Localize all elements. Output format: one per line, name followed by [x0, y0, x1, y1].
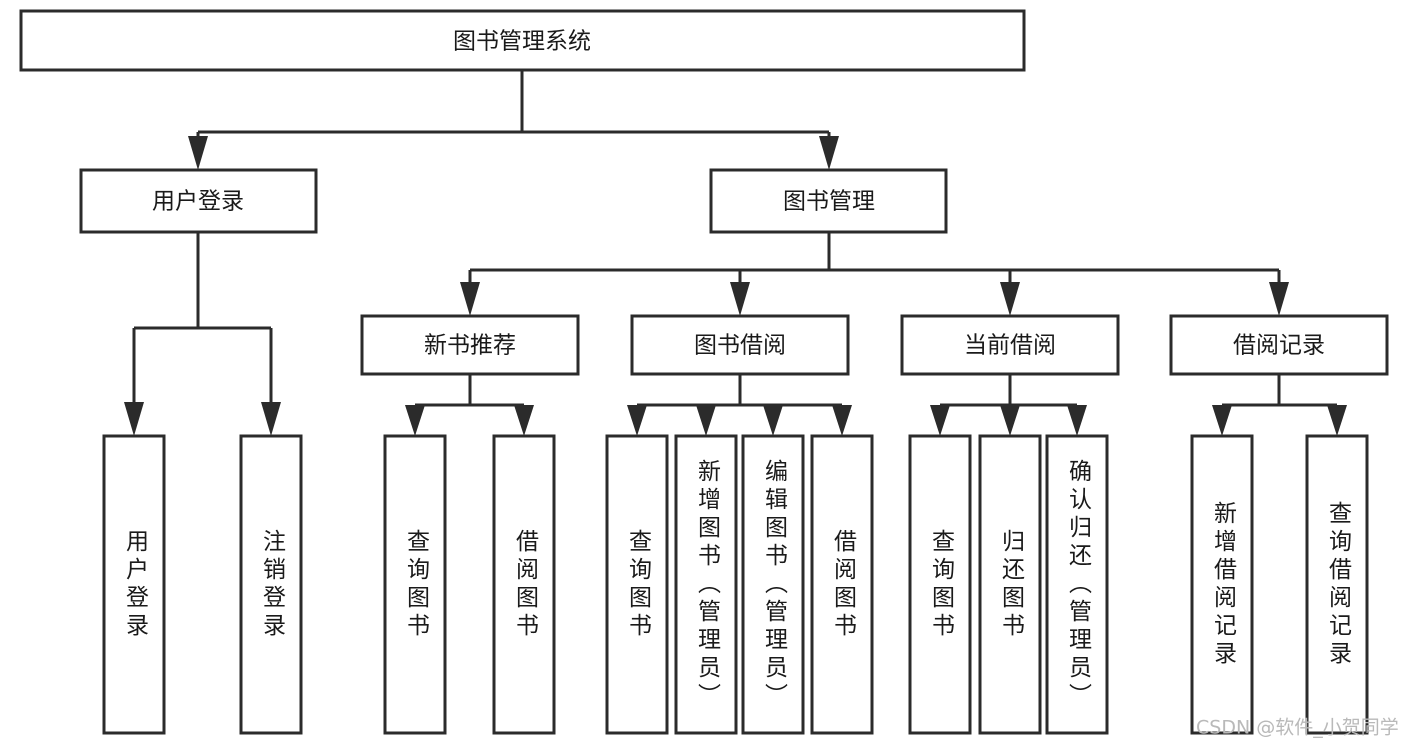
leaf-add-record-label: 新增借阅记录	[1209, 500, 1236, 669]
node-leaf-query-book-2-box[interactable]	[605, 434, 669, 735]
arrow-head-leaf-confirm-return	[1067, 405, 1087, 436]
node-leaf-add-book[interactable]	[674, 434, 738, 735]
arrow-head-leaf-return-book	[1000, 405, 1020, 436]
arrow-head-leaf-borrow-book-2	[832, 405, 852, 436]
leaf-query-book-1-label: 查询图书	[402, 528, 429, 641]
node-new-book-recommend-box[interactable]	[360, 314, 580, 376]
arrow-head-leaf-query-book-3	[930, 405, 950, 436]
leaf-confirm-return-label: 确认归还（管理员）	[1064, 458, 1091, 711]
node-leaf-user-login-box[interactable]	[102, 434, 166, 735]
arrow-head-book-manage	[819, 136, 839, 170]
node-root-system[interactable]: 图书管理系统	[19, 9, 1026, 72]
node-leaf-return-book[interactable]	[978, 434, 1042, 735]
node-book-borrow-label: 图书借阅	[694, 333, 786, 359]
node-leaf-query-record[interactable]	[1305, 434, 1369, 735]
node-book-manage[interactable]: 图书管理	[709, 168, 948, 234]
leaf-query-book-3-label: 查询图书	[927, 528, 954, 641]
node-leaf-confirm-return[interactable]	[1045, 434, 1109, 735]
node-leaf-edit-book[interactable]	[741, 434, 805, 735]
node-leaf-query-book-3-box[interactable]	[908, 434, 972, 735]
node-leaf-confirm-return-box[interactable]	[1045, 434, 1109, 735]
node-book-borrow-box[interactable]	[630, 314, 850, 376]
csdn-watermark: CSDN @软件_小贺同学	[1196, 717, 1399, 739]
arrow-head-leaf-borrow-book-1	[514, 405, 534, 436]
node-user-login-box[interactable]	[79, 168, 318, 234]
leaf-user-login-label: 用户登录	[121, 528, 148, 641]
node-leaf-query-record-box[interactable]	[1305, 434, 1369, 735]
node-user-login[interactable]: 用户登录	[79, 168, 318, 234]
leaf-borrow-book-2-label: 借阅图书	[829, 528, 856, 641]
leaf-add-book-label: 新增图书（管理员）	[693, 458, 720, 711]
node-user-login-label: 用户登录	[152, 189, 244, 215]
arrow-head-book-borrow	[730, 282, 750, 316]
node-leaf-add-record[interactable]	[1190, 434, 1254, 735]
arrow-head-leaf-add-record	[1212, 405, 1232, 436]
leaf-logout-login-label: 注销登录	[258, 528, 285, 641]
node-borrow-record-box[interactable]	[1169, 314, 1389, 376]
arrow-head-leaf-query-book-2	[627, 405, 647, 436]
node-book-manage-box[interactable]	[709, 168, 948, 234]
arrow-head-new-book-recommend	[460, 282, 480, 316]
leaf-query-record-label: 查询借阅记录	[1324, 500, 1351, 669]
arrow-head-leaf-logout-login	[261, 402, 281, 436]
node-leaf-return-book-box[interactable]	[978, 434, 1042, 735]
node-current-borrow-label: 当前借阅	[964, 333, 1056, 359]
node-leaf-query-book-1[interactable]	[383, 434, 447, 735]
node-leaf-logout-login[interactable]	[239, 434, 303, 735]
arrow-head-leaf-query-record	[1327, 405, 1347, 436]
connector-layer	[124, 70, 1347, 436]
node-new-book-recommend-label: 新书推荐	[424, 333, 516, 359]
arrow-head-leaf-user-login	[124, 402, 144, 436]
node-root-system-box[interactable]	[19, 9, 1026, 72]
node-root-system-label: 图书管理系统	[453, 29, 591, 55]
node-leaf-query-book-3[interactable]	[908, 434, 972, 735]
arrow-head-current-borrow	[1000, 282, 1020, 316]
node-new-book-recommend[interactable]: 新书推荐	[360, 314, 580, 376]
arrow-head-leaf-add-book	[696, 405, 716, 436]
node-leaf-borrow-book-2-box[interactable]	[810, 434, 874, 735]
node-leaf-user-login[interactable]	[102, 434, 166, 735]
arrow-head-leaf-edit-book	[763, 405, 783, 436]
leaf-borrow-book-1-label: 借阅图书	[511, 528, 538, 641]
node-leaf-logout-login-box[interactable]	[239, 434, 303, 735]
node-current-borrow-box[interactable]	[900, 314, 1120, 376]
leaf-edit-book-label: 编辑图书（管理员）	[760, 458, 787, 711]
arrow-head-leaf-query-book-1	[405, 405, 425, 436]
node-book-manage-label: 图书管理	[783, 189, 875, 215]
node-leaf-query-book-2[interactable]	[605, 434, 669, 735]
leaf-query-book-2-label: 查询图书	[624, 528, 651, 641]
node-leaf-borrow-book-2[interactable]	[810, 434, 874, 735]
node-current-borrow[interactable]: 当前借阅	[900, 314, 1120, 376]
arrow-head-user-login	[188, 136, 208, 170]
leaf-return-book-label: 归还图书	[997, 528, 1024, 641]
node-book-borrow[interactable]: 图书借阅	[630, 314, 850, 376]
arrow-head-borrow-record	[1269, 282, 1289, 316]
node-leaf-add-book-box[interactable]	[674, 434, 738, 735]
node-leaf-add-record-box[interactable]	[1190, 434, 1254, 735]
node-borrow-record-label: 借阅记录	[1233, 333, 1325, 359]
node-leaf-borrow-book-1[interactable]	[492, 434, 556, 735]
node-leaf-borrow-book-1-box[interactable]	[492, 434, 556, 735]
node-borrow-record[interactable]: 借阅记录	[1169, 314, 1389, 376]
node-leaf-query-book-1-box[interactable]	[383, 434, 447, 735]
node-leaf-edit-book-box[interactable]	[741, 434, 805, 735]
